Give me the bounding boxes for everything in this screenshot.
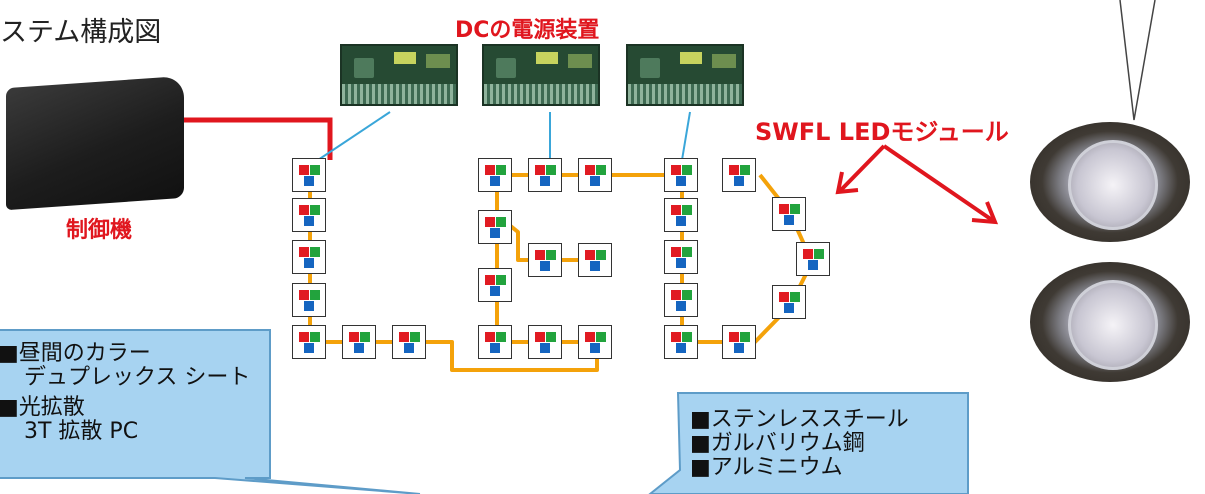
callout-item-daylight: ■昼間のカラー [0, 341, 151, 366]
power-supply-1 [340, 44, 458, 106]
callout-item-daylight-detail: デュプレックス シート [24, 365, 251, 390]
led-module-photo-top [1030, 122, 1190, 242]
led-module-photo-bottom [1030, 262, 1190, 382]
callout-item-diffusion: ■光拡散 [0, 395, 85, 420]
module-label: SWFL LEDモジュール [755, 118, 1009, 146]
control-cable [182, 117, 333, 160]
controller-box [6, 75, 184, 211]
led-module [664, 198, 698, 232]
led-module [722, 325, 756, 359]
left-callout-text: ■昼間のカラー デュプレックス シート ■光拡散 3T 拡散 PC [0, 342, 250, 444]
led-module [578, 243, 612, 277]
led-module [772, 285, 806, 319]
right-callout-bubble [648, 392, 969, 494]
led-module [578, 325, 612, 359]
led-module [478, 268, 512, 302]
led-module [528, 158, 562, 192]
diagram-title: ステム構成図 [0, 17, 162, 48]
led-module [478, 325, 512, 359]
led-module [578, 158, 612, 192]
led-module [796, 242, 830, 276]
led-module [528, 325, 562, 359]
module-arrows [835, 144, 999, 225]
led-module [664, 283, 698, 317]
material-item: ■ステンレススチール [690, 407, 909, 432]
led-module [292, 283, 326, 317]
led-module [664, 325, 698, 359]
led-module [342, 325, 376, 359]
left-callout-bubble [0, 329, 421, 494]
dc-power-label: DCの電源装置 [455, 18, 600, 43]
led-module [478, 210, 512, 244]
led-module [664, 158, 698, 192]
power-lines [317, 111, 691, 161]
led-module [478, 158, 512, 192]
led-module [292, 240, 326, 274]
led-module [292, 198, 326, 232]
controller-label: 制御機 [66, 218, 133, 243]
pointer-lines [1119, 0, 1156, 121]
callout-item-diffusion-detail: 3T 拡散 PC [24, 419, 139, 444]
power-supply-2 [482, 44, 600, 106]
led-module [772, 197, 806, 231]
power-supply-3 [626, 44, 744, 106]
led-module [292, 325, 326, 359]
material-item: ■ガルバリウム鋼 [690, 431, 865, 456]
led-module [722, 158, 756, 192]
led-module [392, 325, 426, 359]
material-item: ■アルミニウム [690, 455, 843, 480]
led-module [528, 243, 562, 277]
led-module [664, 240, 698, 274]
led-module [292, 158, 326, 192]
right-callout-text: ■ステンレススチール ■ガルバリウム鋼 ■アルミニウム [690, 408, 909, 480]
